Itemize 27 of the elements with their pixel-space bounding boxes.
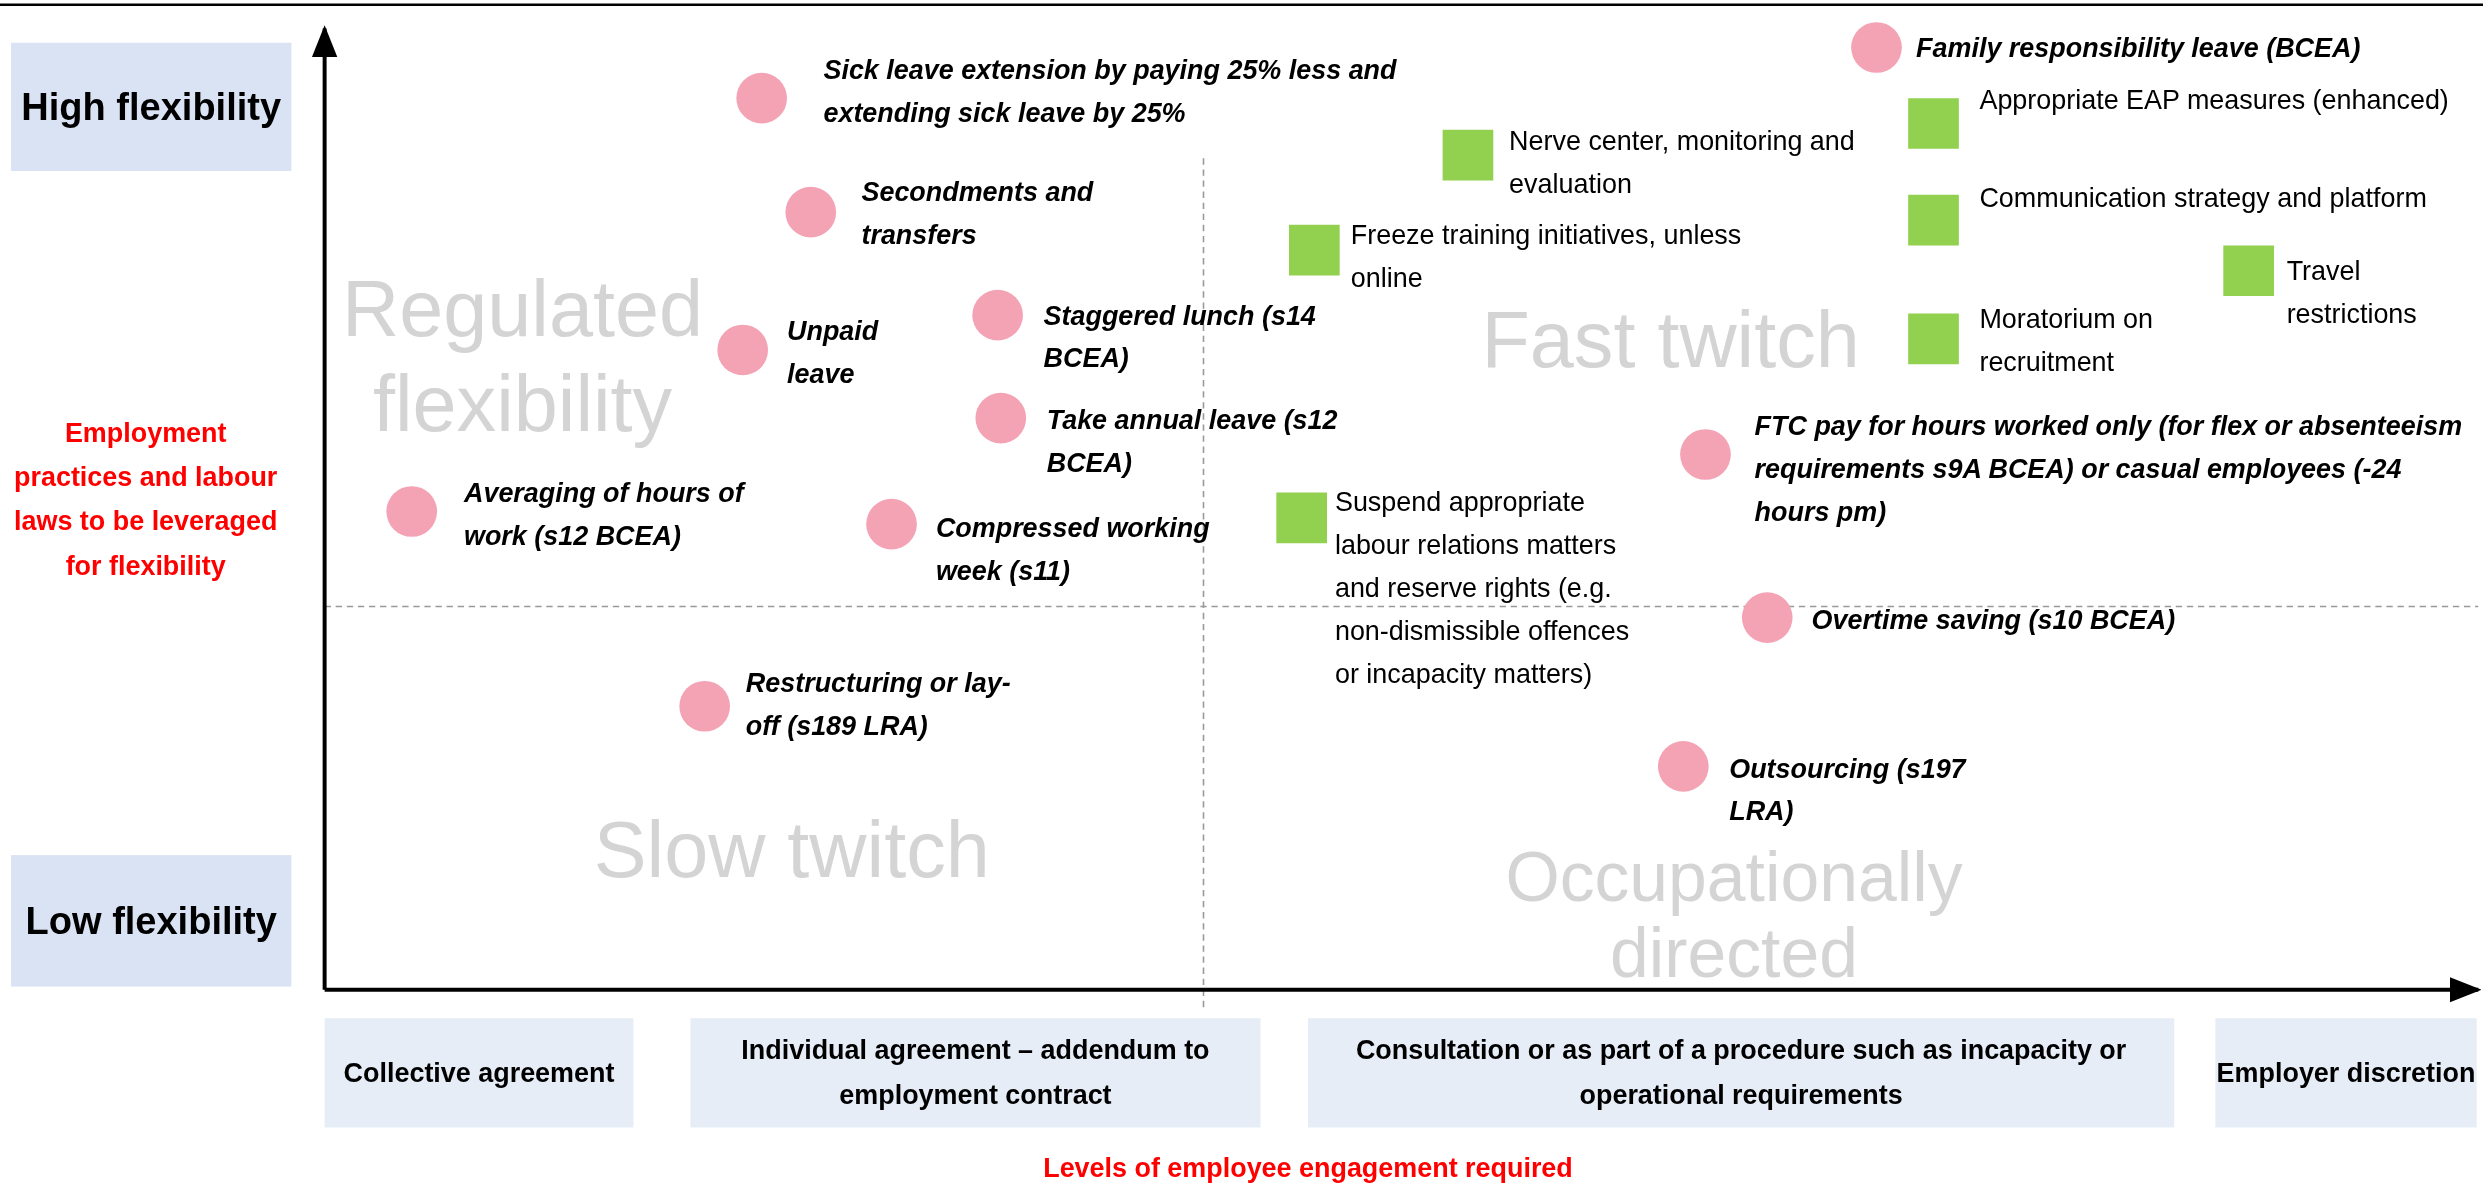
item-label: Outsourcing (s197 LRA) xyxy=(1729,752,1968,829)
item-label: Staggered lunch (s14 BCEA) xyxy=(1043,299,1317,376)
item-label: Communication strategy and platform xyxy=(1979,182,2428,216)
engagement-level-label: Individual agreement – addendum to employment contract xyxy=(690,1018,1261,1128)
engagement-level-label: Consultation or as part of a procedure such as incapacity or operational requirements xyxy=(1308,1018,2175,1128)
item-label: Restructuring or lay-off (s189 LRA) xyxy=(745,667,1012,744)
item-label: Freeze training initiatives, unless online xyxy=(1350,219,1743,295)
item-label: Averaging of hours of work (s12 BCEA) xyxy=(464,477,747,554)
item-label: Unpaid leave xyxy=(787,315,880,392)
item-label: Moratorium on recruitment xyxy=(1979,303,2154,379)
item-label: Compressed working week (s11) xyxy=(935,512,1211,588)
engagement-level-label: Employer discretion xyxy=(2215,1018,2477,1128)
item-label: Appropriate EAP measures (enhanced) xyxy=(1979,84,2450,118)
item-label: Overtime saving (s10 BCEA) xyxy=(1811,603,2177,637)
axis-end-label: Low flexibility xyxy=(11,855,292,987)
item-label: FTC pay for hours worked only (for flex or absenteeism requirements s9A BCEA) or casual employees (-24 hours pm) xyxy=(1754,410,2464,530)
engagement-level-label: Collective agreement xyxy=(324,1018,634,1128)
item-label: Family responsibility leave (BCEA) xyxy=(1916,32,2362,66)
item-label: Suspend appropriate labour relations matters and reserve rights (e.g. non-dismissible offences or incapacity matters) xyxy=(1334,486,1631,691)
item-label: Nerve center, monitoring and evaluation xyxy=(1509,125,1856,202)
axis-title: Employment practices and labour laws to be leveraged for flexibility xyxy=(13,417,279,584)
item-label: Sick leave extension by paying 25% less and extending sick leave by 25% xyxy=(823,54,1398,131)
axis-end-label: High flexibility xyxy=(11,42,292,171)
axis-title: Levels of employee engagement required xyxy=(1042,1151,1574,1185)
item-label: Secondments and transfers xyxy=(861,176,1095,253)
item-label: Take annual leave (s12 BCEA) xyxy=(1046,404,1339,481)
item-label: Travel restrictions xyxy=(2286,255,2418,332)
